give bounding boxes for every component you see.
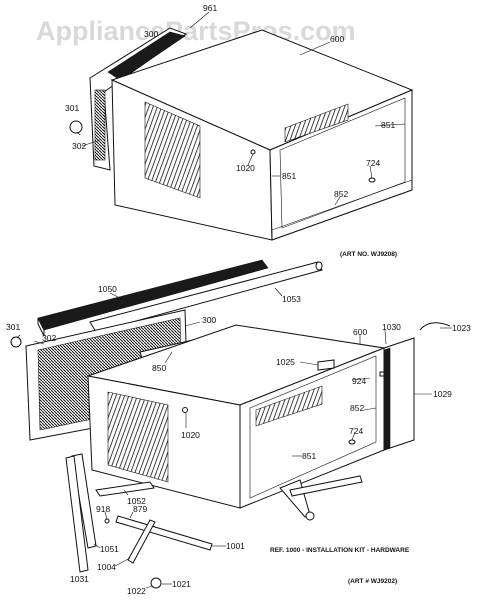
cabinet-rear-louvers [255,385,323,427]
bottom-assembly: 1050 1053 301 302 300 600 1030 1023 850 … [6,259,471,596]
tube-end [315,261,323,271]
bracket-1025 [317,359,335,371]
label-852-bottom: 852 [350,403,364,413]
side-louvers [144,101,201,199]
base-pan-852 [271,179,413,241]
part-924 [379,371,385,377]
label-1025: 1025 [276,357,295,367]
frame-grille [94,89,106,161]
label-1051: 1051 [100,544,119,554]
cabinet-back-wall [279,97,406,229]
strap-1023 [419,322,451,331]
label-1023: 1023 [452,323,471,333]
knob-301 [69,120,83,134]
label-1050: 1050 [98,284,117,294]
foot-right [305,511,315,521]
bolt-1020 [250,149,256,155]
tube-1053 [89,261,323,333]
bolt-1020-bottom [182,407,188,413]
label-1021: 1021 [172,579,191,589]
bracket-1052 [95,481,155,497]
top-assembly: 961 300 600 301 302 851 1020 851 724 852… [65,3,414,258]
label-1020-bottom: 1020 [181,430,200,440]
drain-plug-724-bottom [348,439,356,445]
label-961: 961 [203,3,217,13]
label-924: 924 [352,376,366,386]
label-1052: 1052 [127,496,146,506]
cabinet-interior-back [249,355,377,499]
label-724-top: 724 [366,158,380,168]
label-1020-top: 1020 [236,163,255,173]
label-301-top: 301 [65,103,79,113]
label-600-top: 600 [330,34,344,44]
bar-right [289,475,363,497]
kit-note: REF. 1000 - INSTALLATION KIT - HARDWARE [270,547,410,554]
foot-1021 [150,577,162,589]
top-rail-front [37,317,45,337]
label-851-front: 851 [282,171,296,181]
leg-1031 [65,455,89,573]
art-number-bottom: (ART # WJ9202) [348,578,397,585]
leg-1051 [71,453,97,549]
label-1004: 1004 [97,562,116,572]
label-1001: 1001 [226,541,245,551]
cabinet-front-louvers [107,391,169,483]
label-851-right: 851 [381,120,395,130]
screw-918 [104,518,110,524]
label-600-bottom: 600 [353,327,367,337]
brace-1004 [127,519,156,564]
label-300-top: 300 [144,29,158,39]
watermark: AppliancePartsPros.com [36,16,356,46]
rear-louvers [284,103,349,143]
drain-plug-724 [368,177,376,183]
label-879: 879 [133,504,147,514]
knob-301-bottom [10,336,22,348]
label-1031: 1031 [70,574,89,584]
rail-1001 [115,515,213,551]
label-300-bottom: 300 [202,315,216,325]
label-724-bottom: 724 [349,426,363,436]
art-number-top: (ART NO. WJ9208) [340,251,397,258]
label-302-bottom: 302 [42,333,56,343]
label-1030: 1030 [382,322,401,332]
label-852-top: 852 [334,189,348,199]
label-1053: 1053 [282,294,301,304]
label-1022: 1022 [127,586,146,596]
label-850: 850 [152,363,166,373]
label-851-bottom: 851 [302,451,316,461]
label-918: 918 [96,504,110,514]
label-302-top: 302 [72,141,86,151]
gasket-strip [383,347,391,451]
label-1029: 1029 [433,389,452,399]
frame-top-seal-961 [107,31,186,81]
label-301-bottom: 301 [6,322,20,332]
